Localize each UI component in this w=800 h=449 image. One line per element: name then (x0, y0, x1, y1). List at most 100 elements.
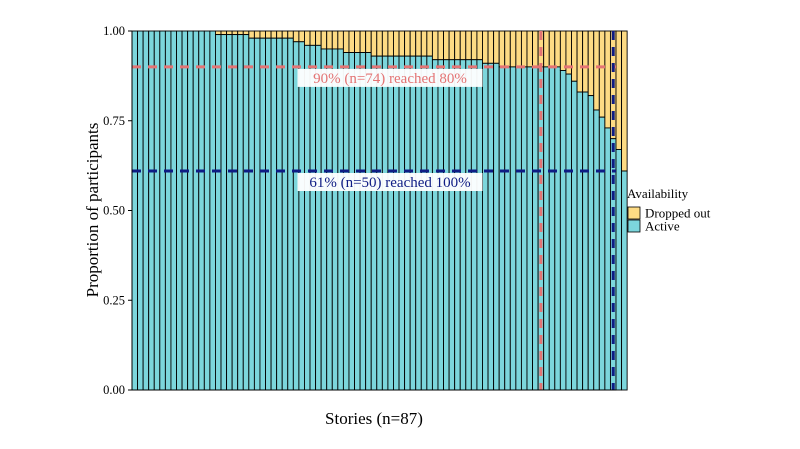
bar-active (509, 66, 517, 391)
bar-dropped-out (354, 30, 361, 53)
bar-active (354, 52, 361, 391)
legend-key (627, 206, 641, 220)
bar-active (320, 48, 328, 391)
bar-active (504, 66, 511, 391)
bar-active (265, 37, 272, 391)
bar-active (426, 55, 433, 391)
bar-dropped-out (298, 30, 305, 43)
bar-dropped-out (532, 30, 539, 68)
reference-lines-layer (132, 31, 616, 390)
bar-active (304, 44, 311, 391)
bar-dropped-out (259, 30, 266, 39)
bar-active (148, 30, 155, 391)
bar-dropped-out (487, 30, 495, 64)
bar-dropped-out (376, 30, 383, 57)
bar-dropped-out (426, 30, 433, 57)
bar-dropped-out (559, 30, 567, 71)
bar-dropped-out (454, 30, 461, 61)
bar-dropped-out (253, 30, 261, 39)
bar-active (376, 55, 383, 391)
bar-dropped-out (409, 30, 417, 57)
bar-active (559, 70, 567, 391)
bar-active (582, 91, 589, 391)
y-axis-title: Proportion of participants (83, 123, 102, 298)
bar-dropped-out (404, 30, 411, 57)
bar-active (615, 149, 623, 391)
bar-active (253, 37, 261, 391)
bar-active (543, 66, 550, 391)
bar-dropped-out (287, 30, 294, 39)
bar-dropped-out (476, 30, 483, 61)
bar-active (526, 66, 534, 391)
bar-dropped-out (554, 30, 561, 68)
annotation-text: 61% (n=50) reached 100% (309, 175, 470, 191)
bar-dropped-out (370, 30, 378, 57)
bar-dropped-out (543, 30, 550, 68)
bar-active (326, 48, 333, 391)
bar-active (287, 37, 294, 391)
bar-active (365, 52, 372, 391)
bar-dropped-out (526, 30, 534, 68)
bar-active (604, 127, 611, 391)
bar-active (431, 59, 439, 391)
bar-active (342, 52, 350, 391)
bar-dropped-out (571, 30, 578, 82)
bar-dropped-out (459, 30, 467, 61)
bar-active (420, 55, 428, 391)
bar-active (209, 30, 216, 391)
bar-dropped-out (270, 30, 278, 39)
bar-dropped-out (448, 30, 456, 61)
bar-active (203, 30, 211, 391)
bar-active (459, 59, 467, 391)
bar-dropped-out (582, 30, 589, 93)
bar-dropped-out (615, 30, 623, 150)
bar-dropped-out (337, 30, 344, 50)
bar-active (153, 30, 161, 391)
axes-layer: 0.000.250.500.751.00 (103, 24, 616, 397)
y-tick-label: 0.00 (103, 383, 125, 397)
bar-active (520, 66, 528, 391)
bar-dropped-out (437, 30, 444, 61)
legend-label: Active (645, 219, 680, 234)
annotation-box (297, 173, 483, 192)
bar-active (415, 55, 422, 391)
bar-dropped-out (504, 30, 511, 68)
bar-dropped-out (309, 30, 317, 46)
x-axis-title: Stories (n=87) (325, 409, 423, 428)
bar-active (181, 30, 189, 391)
bar-active (398, 55, 406, 391)
bar-active (454, 59, 461, 391)
bar-active (482, 62, 489, 391)
bar-active (381, 55, 389, 391)
bar-active (214, 34, 222, 391)
bar-active (548, 66, 556, 391)
bar-dropped-out (443, 30, 450, 61)
bar-active (359, 52, 367, 391)
bar-active (404, 55, 411, 391)
bar-dropped-out (359, 30, 367, 53)
bar-active (465, 59, 472, 391)
bar-active (515, 66, 522, 391)
bar-active (226, 34, 233, 391)
bar-active (393, 55, 400, 391)
bar-active (565, 73, 572, 391)
bar-dropped-out (415, 30, 422, 57)
bar-dropped-out (315, 30, 322, 46)
bar-dropped-out (237, 30, 244, 36)
bar-dropped-out (231, 30, 239, 36)
legend-key (627, 219, 641, 233)
bar-active (348, 52, 355, 391)
bar-active (198, 30, 205, 391)
bar-dropped-out (398, 30, 406, 57)
bar-active (248, 37, 255, 391)
bar-active (493, 62, 500, 391)
bar-dropped-out (593, 30, 600, 111)
bar-active (170, 30, 177, 391)
bar-active (476, 59, 483, 391)
bar-active (621, 170, 628, 391)
bar-active (292, 41, 300, 391)
bar-active (137, 30, 144, 391)
bar-dropped-out (493, 30, 500, 64)
